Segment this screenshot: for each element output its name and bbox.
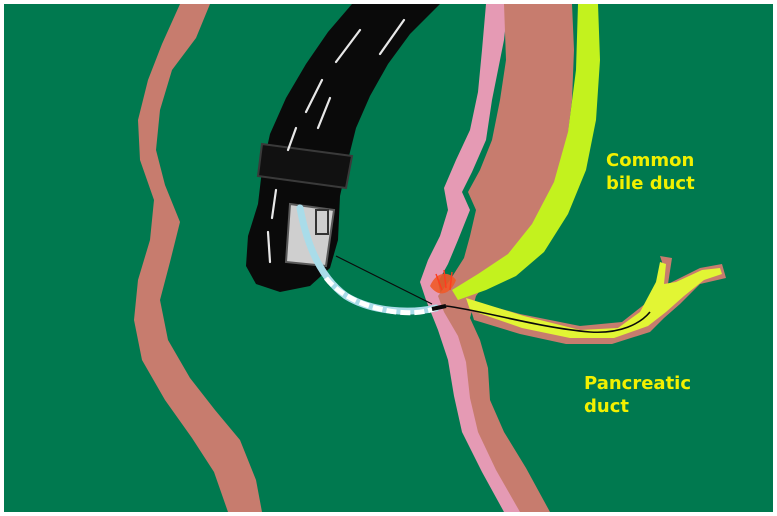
pancreatic-duct-label-line2: duct xyxy=(584,395,691,418)
pancreatic-duct-label-line1: Pancreatic xyxy=(584,372,691,395)
common-bile-duct-label-line1: Common xyxy=(606,149,695,172)
pancreatic-duct-label: Pancreatic duct xyxy=(584,372,691,418)
common-bile-duct-label: Common bile duct xyxy=(606,149,695,195)
common-bile-duct-label-line2: bile duct xyxy=(606,172,695,195)
background-field xyxy=(4,4,773,512)
